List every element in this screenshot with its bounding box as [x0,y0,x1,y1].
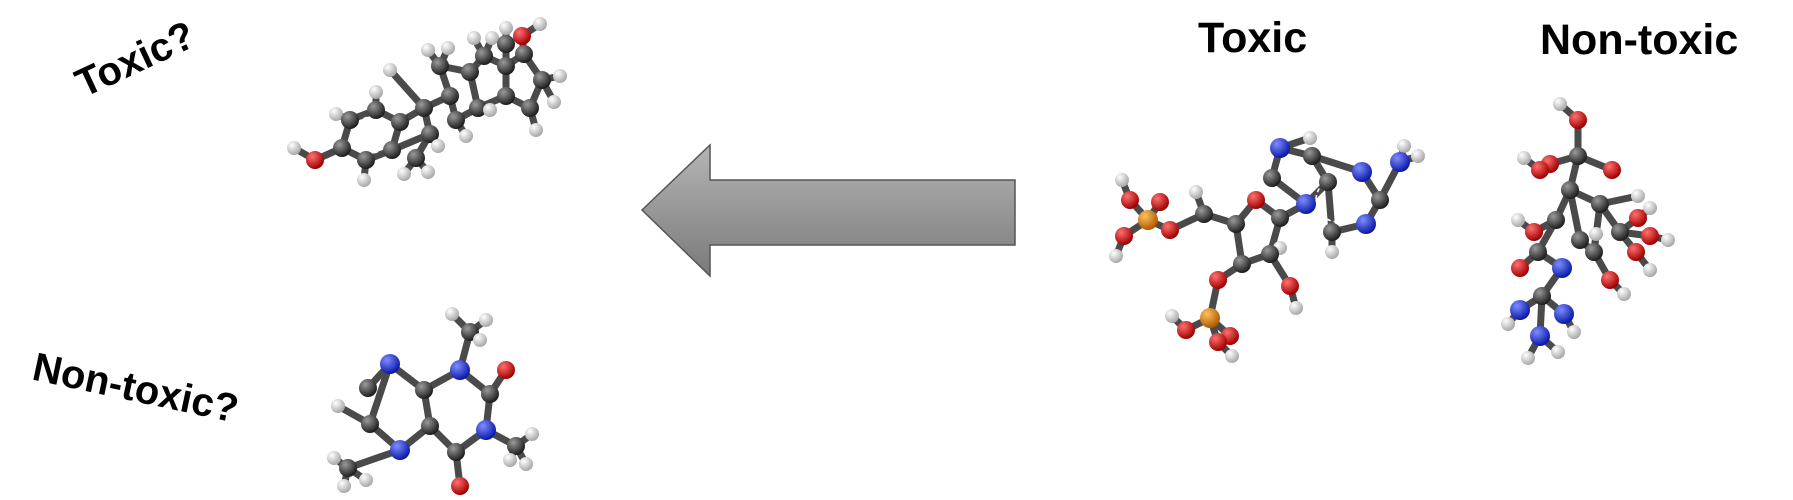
toxic-question-label: Toxic? [68,12,202,107]
nucleotide-molecule-icon [1109,131,1425,363]
left-arrow-icon [640,143,1016,278]
toxic-reference-heading: Toxic [1198,14,1308,62]
tetrodotoxin-molecule-icon [1501,97,1675,365]
nontoxic-reference-heading: Non-toxic [1540,16,1739,64]
caffeine-molecule-icon [327,307,539,495]
estradiol-molecule-icon [287,17,567,187]
nontoxic-question-label: Non-toxic? [28,345,243,432]
